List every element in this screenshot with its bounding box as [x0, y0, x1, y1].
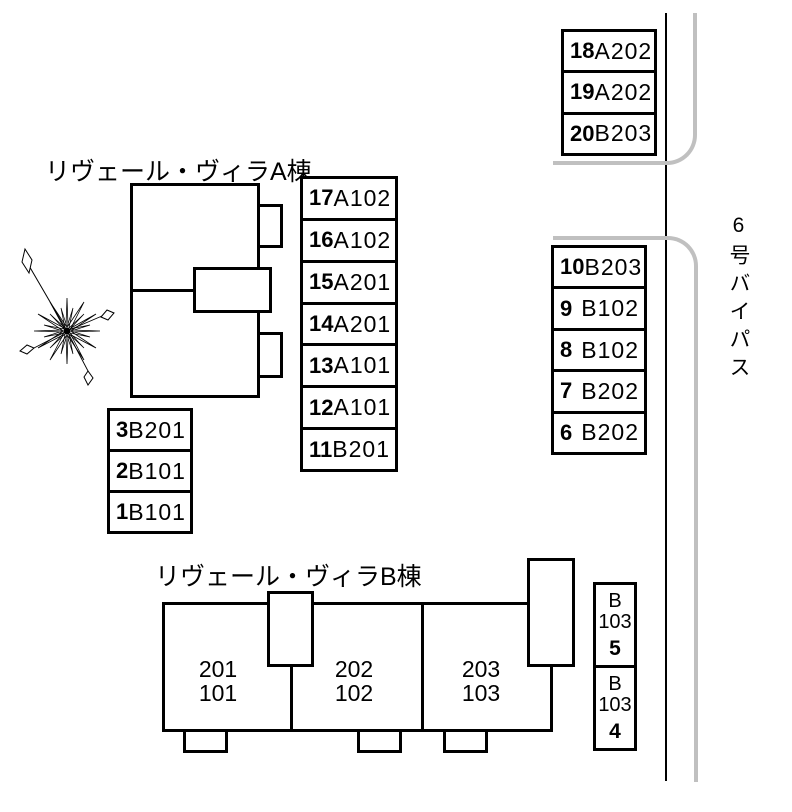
room-upper: 203 [461, 656, 501, 682]
room-lower: 102 [334, 680, 374, 706]
space-number: 17 [309, 185, 334, 211]
room-upper: 202 [334, 656, 374, 682]
unit-code: A101 [333, 394, 392, 421]
unit-code-line1: B [608, 590, 622, 612]
unit-code: B102 [581, 336, 639, 363]
space-number: 10 [560, 254, 585, 280]
space-number: 3 [116, 417, 129, 442]
road-name-label: 6号バイパス [727, 214, 750, 384]
building-a-balcony-top [257, 204, 283, 248]
building-b-stairwell-left [267, 591, 314, 667]
space-number: 19 [570, 79, 595, 105]
unit-code: B101 [128, 457, 186, 484]
space-number: 12 [309, 394, 334, 420]
building-b-footprint [162, 602, 553, 732]
space-number: 6 [560, 419, 573, 445]
building-b-entrance-2 [357, 729, 402, 753]
building-a-balcony-bottom [257, 332, 283, 378]
road-edge-top-corner [553, 13, 697, 165]
unit-code-line2: 103 [598, 694, 632, 716]
space-number: 13 [309, 352, 334, 378]
room-lower: 101 [198, 680, 238, 706]
parking-table-bottom-right: B 103 5 B 103 4 [593, 582, 637, 751]
space-number: 18 [570, 38, 595, 64]
building-b-label: リヴェール・ヴィラB棟 [155, 563, 422, 591]
space-number: 1 [116, 499, 129, 524]
room-lower: 103 [461, 680, 501, 706]
unit-code: A102 [333, 226, 392, 253]
road-edge-bottom-corner [553, 236, 698, 782]
property-boundary-line [665, 13, 667, 781]
unit-code: B202 [581, 419, 639, 446]
unit-code: A102 [333, 184, 392, 211]
room-label-203-103: 203 103 [436, 657, 526, 705]
space-number: 7 [560, 378, 573, 404]
unit-code: B101 [128, 498, 186, 525]
space-7: 7 B202 [554, 372, 644, 414]
space-6: 6 B202 [554, 414, 644, 452]
space-4: B 103 4 [596, 668, 634, 748]
space-number: 20 [570, 120, 595, 146]
unit-code: A101 [333, 352, 392, 379]
space-number: 4 [609, 720, 621, 743]
unit-code-line2: 103 [598, 611, 632, 633]
room-label-202-102: 202 102 [309, 657, 399, 705]
building-b-entrance-1 [183, 729, 228, 753]
compass-rose-icon [19, 247, 115, 386]
unit-code-line1: B [608, 673, 622, 695]
building-a-stairwell [193, 267, 272, 313]
building-b-entrance-3 [443, 729, 488, 753]
unit-code: B201 [332, 436, 390, 463]
building-b-stairwell-right [527, 558, 575, 667]
unit-code: A201 [333, 310, 392, 337]
unit-code: A202 [594, 78, 653, 105]
room-upper: 201 [198, 656, 238, 682]
space-number: 2 [116, 458, 129, 483]
building-a-label: リヴェール・ヴィラA棟 [45, 158, 312, 186]
building-b-divider-2 [421, 602, 424, 732]
room-label-201-101: 201 101 [173, 657, 263, 705]
building-b-divider-1 [290, 664, 293, 732]
space-8: 8 B102 [554, 331, 644, 373]
unit-code: B201 [128, 416, 186, 443]
unit-code: B202 [581, 377, 639, 404]
unit-code: B102 [581, 295, 639, 322]
unit-code: B203 [584, 253, 643, 280]
space-number: 11 [309, 436, 333, 462]
space-number: 8 [560, 337, 573, 363]
space-number: 16 [309, 227, 334, 253]
space-number: 5 [609, 637, 621, 660]
space-number: 14 [309, 311, 334, 336]
unit-code: B203 [594, 120, 653, 147]
space-9: 9 B102 [554, 289, 644, 331]
unit-code: A202 [594, 37, 653, 64]
unit-code: A201 [333, 268, 392, 295]
space-number: 9 [560, 295, 573, 321]
space-number: 15 [309, 269, 334, 295]
space-5: B 103 5 [596, 585, 634, 668]
